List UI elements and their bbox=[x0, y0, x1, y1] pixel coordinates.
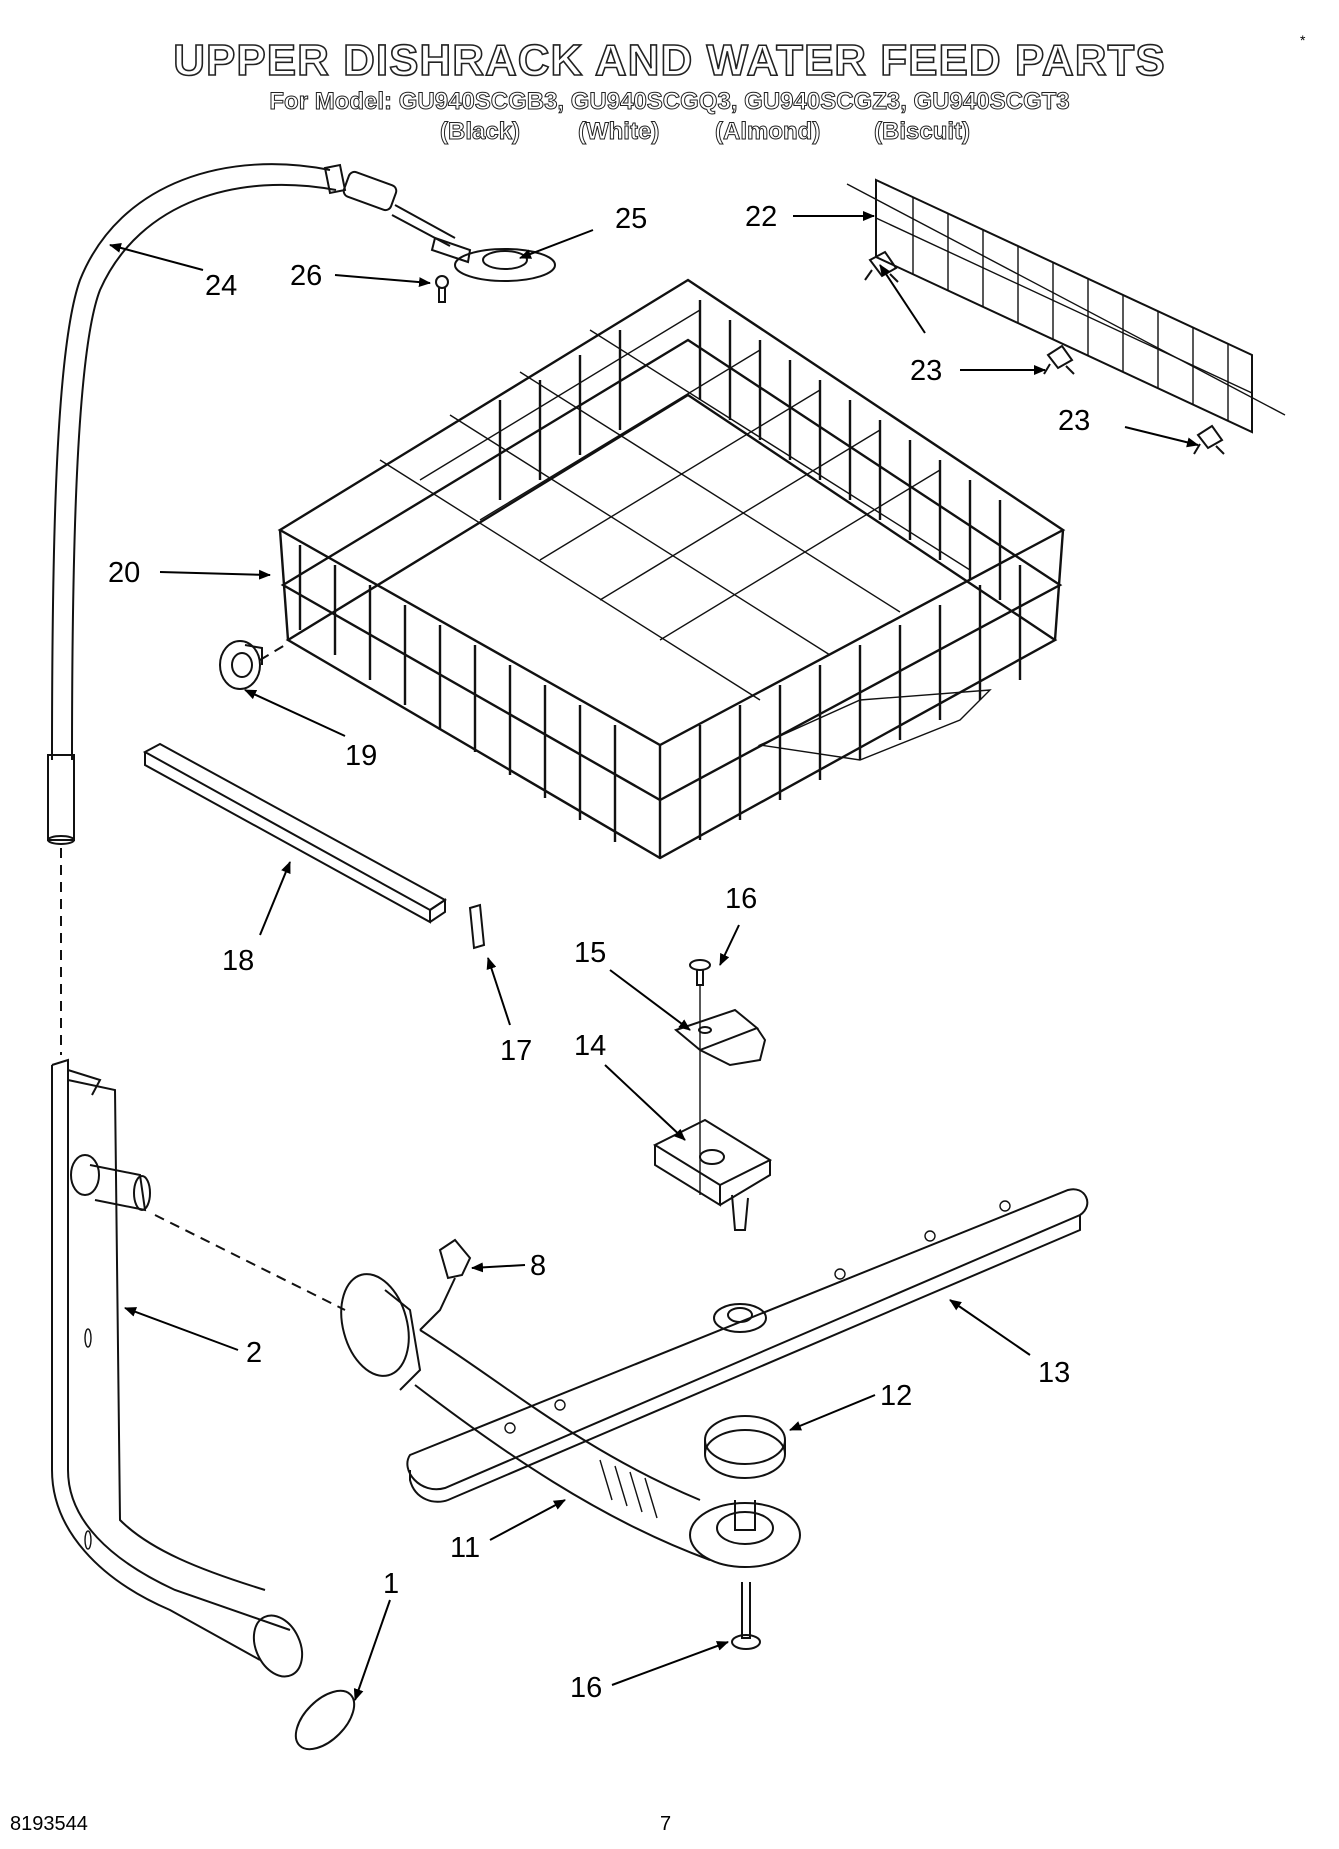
callout-15: 15 bbox=[574, 937, 606, 969]
callout-26: 26 bbox=[290, 260, 322, 292]
rack-slide-rail bbox=[142, 742, 447, 924]
callout-20: 20 bbox=[108, 557, 140, 589]
model-list: For Model: GU940SCGB3, GU940SCGQ3, GU940… bbox=[269, 88, 1070, 116]
leader-lines bbox=[109, 211, 1199, 1701]
callout-1: 1 bbox=[383, 1568, 399, 1600]
color-black: (Black) bbox=[439, 118, 521, 146]
screw-26 bbox=[435, 275, 449, 303]
upper-dishrack bbox=[277, 278, 1066, 860]
wheel-dash bbox=[259, 644, 286, 661]
manifold-clip bbox=[419, 1238, 472, 1331]
screw-16-bottom bbox=[731, 1582, 761, 1650]
spray-arm-manifold bbox=[340, 1273, 801, 1568]
color-white: (White) bbox=[577, 118, 660, 146]
callout-23-second: 23 bbox=[1058, 405, 1090, 437]
callout-25: 25 bbox=[615, 203, 647, 235]
callout-24: 24 bbox=[205, 270, 237, 302]
callout-8: 8 bbox=[530, 1250, 546, 1282]
callout-19: 19 bbox=[345, 740, 377, 772]
inlet-fitting bbox=[342, 170, 556, 282]
spray-arm bbox=[406, 1188, 1089, 1503]
rail-end-cap bbox=[468, 903, 486, 950]
callout-11: 11 bbox=[450, 1532, 480, 1564]
corner-mark: * bbox=[1300, 32, 1306, 48]
feed-tube-dash bbox=[154, 1214, 346, 1311]
spray-arm-mount bbox=[652, 1118, 773, 1231]
spray-arm-bearing-ring bbox=[704, 1415, 786, 1479]
callout-23: 23 bbox=[910, 355, 942, 387]
color-variants: (Black) (White) (Almond) (Biscuit) bbox=[0, 118, 1339, 148]
callout-16-top: 16 bbox=[725, 883, 757, 915]
callout-17: 17 bbox=[500, 1035, 532, 1067]
callout-2: 2 bbox=[246, 1337, 262, 1369]
tine-row-grid bbox=[846, 178, 1286, 434]
color-almond: (Almond) bbox=[714, 118, 821, 146]
water-feed-tube bbox=[51, 1058, 304, 1678]
document-number: 8193544 bbox=[10, 1813, 88, 1835]
callout-labels: 25 22 24 26 23 23 20 19 16 18 15 17 14 8… bbox=[108, 201, 1090, 1704]
screw-16-top bbox=[689, 959, 711, 986]
callout-16-bottom: 16 bbox=[570, 1672, 602, 1704]
spray-arm-bracket bbox=[673, 1008, 767, 1067]
o-ring bbox=[294, 1689, 356, 1751]
callout-12: 12 bbox=[880, 1380, 912, 1412]
callout-18: 18 bbox=[222, 945, 254, 977]
page-number: 7 bbox=[660, 1813, 672, 1835]
callout-13: 13 bbox=[1038, 1357, 1070, 1389]
callout-22: 22 bbox=[745, 201, 777, 233]
page-title: UPPER DISHRACK AND WATER FEED PARTS bbox=[172, 35, 1166, 86]
callout-14: 14 bbox=[574, 1030, 606, 1062]
color-biscuit: (Biscuit) bbox=[874, 118, 971, 146]
supply-tube bbox=[47, 163, 347, 845]
tine-clips bbox=[864, 250, 1225, 455]
rack-wheel bbox=[219, 640, 263, 690]
